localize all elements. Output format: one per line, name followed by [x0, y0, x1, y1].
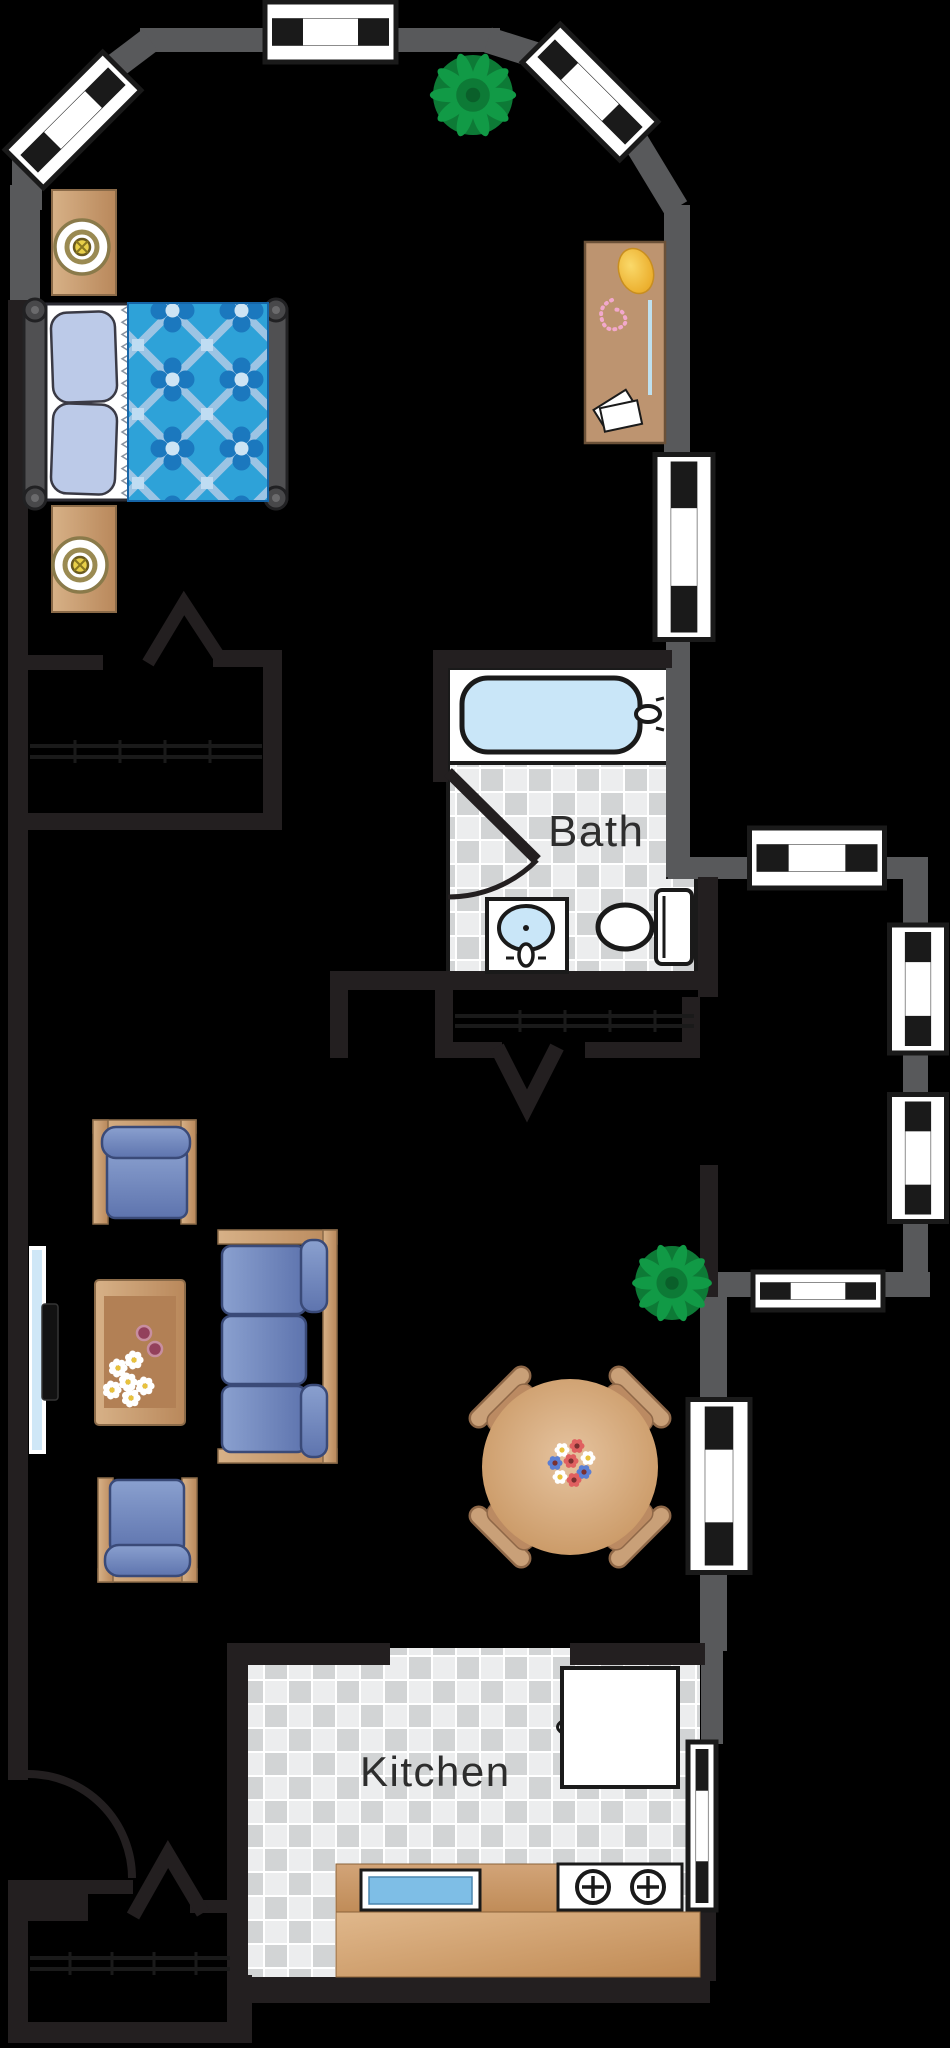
windows	[1, 0, 949, 1913]
hall-closet-shelf	[455, 1010, 694, 1032]
flower-icon	[580, 1451, 596, 1465]
refrigerator	[556, 1666, 680, 1789]
window	[750, 1269, 886, 1313]
dining-table	[482, 1379, 658, 1555]
hall-closet-door-chevron	[490, 1043, 564, 1123]
kitchen-sink	[359, 1868, 482, 1912]
armchair-lower	[97, 1477, 198, 1583]
plants	[429, 53, 712, 1322]
living-room-window	[29, 1246, 46, 1454]
headboard-rail	[22, 300, 48, 508]
patterned-duvet	[127, 302, 269, 502]
doors	[27, 590, 564, 1920]
flower-icon	[547, 1456, 563, 1470]
bathroom-sink	[485, 897, 569, 974]
envelope	[598, 399, 644, 433]
flower-icon	[576, 1465, 592, 1479]
flower-centerpiece	[547, 1439, 596, 1487]
window	[747, 825, 887, 891]
sofa	[217, 1229, 338, 1464]
bath-door-arc	[447, 858, 539, 900]
daisy-icon	[135, 1376, 155, 1396]
daisy-icon	[121, 1388, 141, 1408]
window	[262, 0, 399, 65]
cup	[135, 1324, 153, 1342]
flower-icon	[566, 1473, 582, 1487]
necklace	[599, 298, 628, 332]
daisy-bouquet	[102, 1350, 155, 1408]
window	[1, 48, 145, 192]
kitchen-label: Kitchen	[360, 1748, 511, 1795]
window	[652, 452, 716, 642]
coffee-table	[94, 1279, 186, 1426]
daisy-icon	[108, 1358, 128, 1378]
bath-door-leaf	[444, 768, 541, 864]
window	[887, 1092, 949, 1224]
window	[518, 20, 662, 164]
wall-tv	[41, 1303, 59, 1401]
window	[685, 1739, 719, 1913]
double-bed	[22, 297, 289, 511]
daisy-icon	[118, 1372, 138, 1392]
bathtub	[459, 675, 665, 755]
pillow	[49, 310, 119, 404]
armchair-upper	[92, 1119, 197, 1225]
stove-cooktop	[556, 1862, 684, 1912]
gold-tray	[617, 247, 655, 295]
cup	[146, 1340, 164, 1358]
bath-label: Bath	[548, 807, 645, 856]
interior-walls-black	[8, 300, 718, 2043]
entry-closet-door-chevron	[126, 1840, 210, 1920]
tub-faucet	[634, 704, 662, 724]
entry-closet-rod	[30, 1952, 230, 1975]
daisy-icon	[102, 1380, 122, 1400]
pillow	[49, 402, 119, 496]
desk-glass-edge	[648, 300, 652, 395]
bed-posts	[22, 297, 289, 511]
kitchen-counter	[335, 1862, 701, 1978]
fridge-handle	[556, 1719, 563, 1735]
flower-icon	[563, 1454, 579, 1468]
table-lamp-lower	[51, 536, 109, 594]
table-lamp-upper	[53, 218, 111, 276]
potted-plant-icon	[632, 1244, 712, 1322]
toilet	[595, 888, 694, 966]
entry-door-arc	[27, 1770, 136, 1879]
flower-icon	[552, 1470, 568, 1484]
flower-icon	[569, 1439, 585, 1453]
daisy-icon	[124, 1350, 144, 1370]
vanity-desk	[583, 240, 667, 445]
sink-faucet	[517, 942, 535, 968]
flower-icon	[554, 1443, 570, 1457]
closet-rods	[30, 740, 694, 1975]
window	[685, 1397, 753, 1575]
window	[887, 922, 949, 1056]
bedroom-closet-rod	[30, 740, 262, 763]
potted-plant-icon	[429, 53, 517, 137]
bedroom-closet-door-chevron	[142, 590, 226, 667]
